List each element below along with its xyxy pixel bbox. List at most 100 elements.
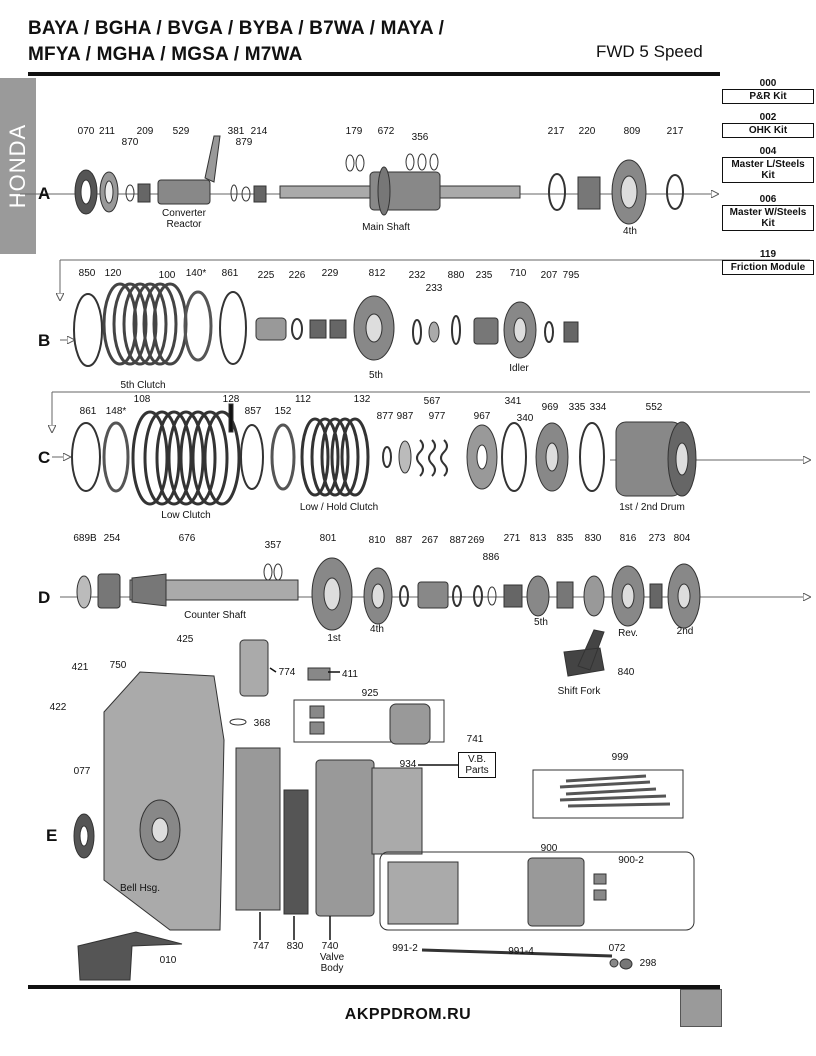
part-label: 226 [288, 270, 306, 281]
part-label: 861 [79, 406, 97, 417]
caption-main-shaft: Main Shaft [362, 222, 410, 233]
part-label: 179 [345, 126, 363, 137]
footer-site: AKPPDROM.RU [344, 1006, 472, 1023]
caption-idler: Idler [509, 363, 529, 374]
part-label: 900-2 [618, 855, 644, 866]
part-label: 809 [623, 126, 641, 137]
page-title: BAYA / BGHA / BVGA / BYBA / B7WA / MAYA … [28, 16, 444, 68]
part-label: 381 [227, 126, 245, 137]
row-a-parts [74, 135, 684, 225]
part-label: 804 [673, 533, 691, 544]
part-label: 740 [321, 941, 339, 952]
part-label: 298 [639, 958, 657, 969]
part-label: 934 [399, 759, 417, 770]
part-label: 229 [321, 268, 339, 279]
part-label: 140* [185, 268, 207, 279]
part-label: 750 [109, 660, 127, 671]
part-label: 120 [104, 268, 122, 279]
row-label-a: A [38, 184, 51, 203]
caption-5th-clutch: 5th Clutch [120, 380, 166, 391]
caption-2nd: 2nd [676, 626, 694, 637]
row-label-e: E [46, 826, 58, 845]
part-label: 217 [547, 126, 565, 137]
part-label: 108 [133, 394, 151, 405]
part-label: 840 [617, 667, 635, 678]
part-label: 877 [376, 411, 394, 422]
part-label: 900 [540, 843, 558, 854]
part-label: 334 [589, 402, 607, 413]
part-label: 100 [158, 270, 176, 281]
part-label: 830 [584, 533, 602, 544]
footer-rule [28, 985, 720, 989]
part-label: 879 [235, 137, 253, 148]
part-label: 112 [295, 394, 311, 405]
row-e-parts [73, 639, 695, 981]
caption-counter-shaft: Counter Shaft [184, 610, 246, 621]
part-label: 925 [361, 688, 379, 699]
part-label: 072 [608, 943, 626, 954]
part-label: 232 [408, 270, 426, 281]
part-label: 676 [178, 533, 196, 544]
part-label: 672 [377, 126, 395, 137]
part-label: 830 [286, 941, 304, 952]
part-label: 870 [121, 137, 139, 148]
part-label: 152 [274, 406, 292, 417]
vb-parts-box: V.B.Parts [458, 752, 496, 778]
part-label: 991-2 [392, 943, 418, 954]
part-label: 269 [467, 535, 485, 546]
part-label: 810 [368, 535, 386, 546]
part-label: 887 [395, 535, 413, 546]
part-label: 341 [504, 396, 522, 407]
part-label: 357 [264, 540, 282, 551]
part-label: 987 [396, 411, 414, 422]
part-label: 857 [244, 406, 262, 417]
part-label: 070 [77, 126, 95, 137]
part-label: 211 [99, 126, 115, 137]
part-label: 220 [578, 126, 596, 137]
part-label: 567 [423, 396, 441, 407]
part-label: 340 [516, 413, 534, 424]
part-label: 235 [475, 270, 493, 281]
row-label-d: D [38, 588, 51, 607]
part-label: 887 [449, 535, 467, 546]
corner-tab [680, 989, 722, 1027]
caption-shift-fork: Shift Fork [557, 686, 601, 697]
part-label: 999 [611, 752, 629, 763]
part-label: 335 [568, 402, 586, 413]
part-label: 425 [176, 634, 194, 645]
part-label: 991-4 [508, 946, 534, 957]
part-label: 148* [105, 406, 127, 417]
part-label: 886 [482, 552, 500, 563]
part-label: 801 [319, 533, 337, 544]
part-label: 273 [648, 533, 666, 544]
part-label: 271 [503, 533, 521, 544]
part-label: 529 [172, 126, 190, 137]
part-label: 812 [368, 268, 386, 279]
row-d-parts [76, 557, 701, 677]
caption-low-hold-clutch: Low / Hold Clutch [299, 502, 379, 513]
caption-5th-d: 5th [534, 617, 548, 628]
part-label: 813 [529, 533, 547, 544]
part-label: 128 [222, 394, 240, 405]
part-label: 880 [447, 270, 465, 281]
part-label: 233 [425, 283, 443, 294]
caption-rev: Rev. [618, 628, 638, 639]
part-label: 774 [278, 667, 296, 678]
part-label: 209 [136, 126, 154, 137]
part-label: 225 [257, 270, 275, 281]
row-label-c: C [38, 448, 51, 467]
part-label: 368 [253, 718, 271, 729]
title-line-1: BAYA / BGHA / BVGA / BYBA / B7WA / MAYA … [28, 18, 445, 39]
part-label: 795 [562, 270, 580, 281]
caption-low-clutch: Low Clutch [161, 510, 211, 521]
caption-5th: 5th [369, 370, 383, 381]
subtitle: FWD 5 Speed [596, 42, 703, 61]
